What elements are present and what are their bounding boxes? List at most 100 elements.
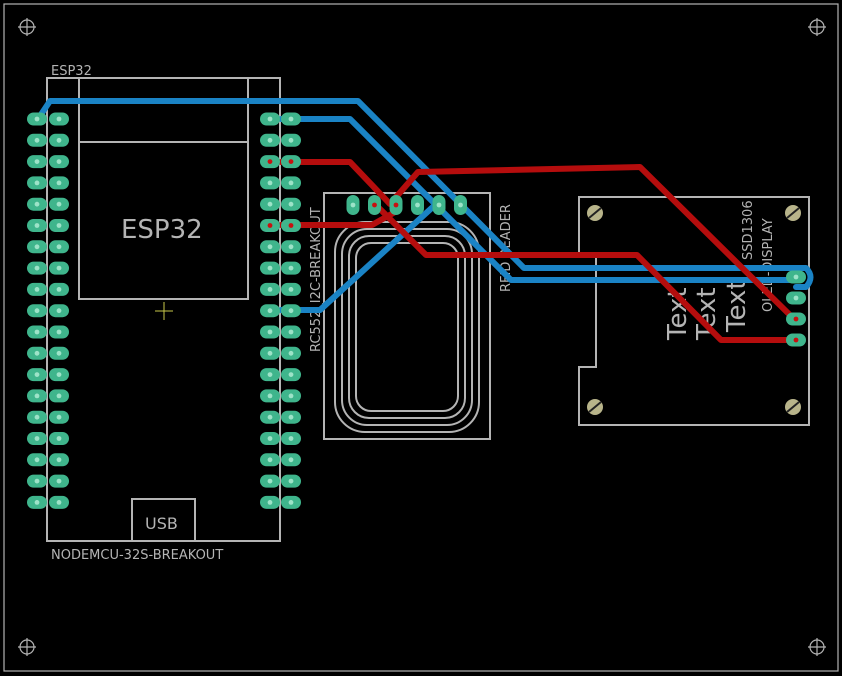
pin-pad [260,432,280,445]
oled-text-placeholder-3: Text [722,279,752,333]
pin-pad [27,219,47,232]
pin-pad [27,133,47,147]
pin-pad [27,261,47,275]
pin-pad [260,304,280,318]
pin-pad [281,346,301,360]
pin-pad [281,155,301,169]
rfid-antenna-loop-4 [355,242,459,412]
pin-pad [346,195,360,215]
pin-pad [281,453,301,467]
pin-pad [49,176,69,190]
pin-pad [281,261,301,275]
pin-pad [281,197,301,211]
esp32-module-label: ESP32 [51,64,92,79]
pin-pad [260,453,280,467]
pin-pad [260,495,280,509]
pin-pad [281,495,301,509]
pin-pad [49,474,69,488]
pin-pad [281,112,301,126]
mount-hole-icon-br [808,638,826,656]
pin-pad [260,176,280,190]
pin-pad [260,240,280,254]
pin-pad [49,282,69,296]
pin-pad [786,312,806,326]
pin-pad [260,219,280,232]
pin-pad [49,197,69,211]
pin-pad [281,304,301,318]
header-oled [786,270,806,347]
rfid-outline [323,192,491,440]
pin-pad [27,368,47,382]
pin-pad [49,346,69,360]
screw-hole-icon-bl [587,399,603,415]
pin-pad [389,195,403,215]
pin-pad [786,291,806,305]
screw-hole-icon-br [785,399,801,415]
nodemcu-label: NODEMCU-32S-BREAKOUT [51,548,223,563]
pin-pad [260,474,280,488]
pin-pad [281,474,301,488]
pin-pad [27,495,47,509]
pin-pad [49,432,69,445]
trace-bottom-2 [278,116,799,283]
header-right [260,112,301,509]
mount-hole-icon-tl [18,18,36,36]
pin-pad [260,389,280,403]
rfid-name-label: RC552_I2C-BREAKOUT [309,207,324,352]
pin-pad [49,304,69,318]
trace-bottom-1 [35,98,814,290]
pin-pad [260,282,280,296]
pin-pad [27,432,47,445]
esp32-module-outline [78,77,249,300]
pin-pad [49,155,69,169]
pin-pad [411,195,424,215]
pin-pad [27,176,47,190]
trace-bottom-3 [278,202,438,313]
pin-pad [49,219,69,232]
pin-pad [49,133,69,147]
pin-pad [786,270,806,284]
pin-pad [27,240,47,254]
pin-pad [281,133,301,147]
pin-pad [49,368,69,382]
pin-pad [260,410,280,424]
pin-pad [27,325,47,339]
pin-pad [27,410,47,424]
header-rfid [346,195,467,215]
pin-pad [260,346,280,360]
pin-pad [27,474,47,488]
pin-pad [49,325,69,339]
pin-pad [786,333,806,347]
pin-pad [27,197,47,211]
mount-hole-icon-tr [808,18,826,36]
pin-pad [49,453,69,467]
pin-pad [27,304,47,318]
pin-pad [49,240,69,254]
rfid-antenna-loop-1 [334,221,480,433]
rfid-antenna-loop-3 [348,235,466,419]
pin-pad [260,112,280,126]
pin-pad [260,155,280,169]
pin-pad [27,346,47,360]
usb-outline [131,498,196,542]
screw-hole-icon-tl [587,205,603,221]
pin-pad [281,389,301,403]
pin-pad [281,176,301,190]
pin-pad [281,410,301,424]
pin-pad [27,282,47,296]
mount-hole-icon-bl [18,638,36,656]
trace-top-3 [373,202,799,343]
pin-pad [281,282,301,296]
rfid-antenna-loop-2 [341,228,473,426]
pin-pad [27,453,47,467]
pin-pad [49,495,69,509]
pin-pad [260,368,280,382]
screw-hole-icon-tr [785,205,801,221]
pin-pad [454,195,467,215]
pin-pad [27,155,47,169]
pin-pad [27,389,47,403]
pin-pad [281,368,301,382]
board-outline [3,3,839,672]
pin-pad [260,133,280,147]
